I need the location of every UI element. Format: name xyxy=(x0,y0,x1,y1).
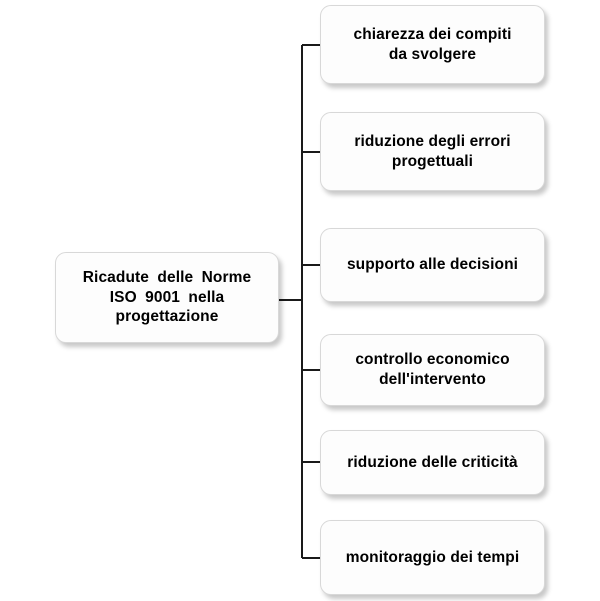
node-leaf-supporto-decisioni[interactable]: supporto alle decisioni xyxy=(320,228,545,302)
node-leaf-label: monitoraggio dei tempi xyxy=(345,548,520,566)
node-root-label: Ricadute delle Norme ISO 9001 nella prog… xyxy=(82,268,252,326)
node-leaf-riduzione-errori[interactable]: riduzione degli errori progettuali xyxy=(320,112,545,191)
node-leaf-chiarezza-compiti[interactable]: chiarezza dei compiti da svolgere xyxy=(320,5,545,84)
node-leaf-monitoraggio-tempi[interactable]: monitoraggio dei tempi xyxy=(320,520,545,595)
node-leaf-label: riduzione delle criticità xyxy=(347,453,518,471)
node-leaf-label: riduzione degli errori progettuali xyxy=(354,132,511,170)
node-leaf-riduzione-criticita[interactable]: riduzione delle criticità xyxy=(320,430,545,495)
node-leaf-label: controllo economico dell'intervento xyxy=(355,351,510,388)
node-root[interactable]: Ricadute delle Norme ISO 9001 nella prog… xyxy=(55,252,279,343)
node-leaf-label: chiarezza dei compiti da svolgere xyxy=(353,25,512,63)
node-leaf-label: supporto alle decisioni xyxy=(346,256,519,274)
node-leaf-controllo-economico[interactable]: controllo economico dell'intervento xyxy=(320,334,545,406)
